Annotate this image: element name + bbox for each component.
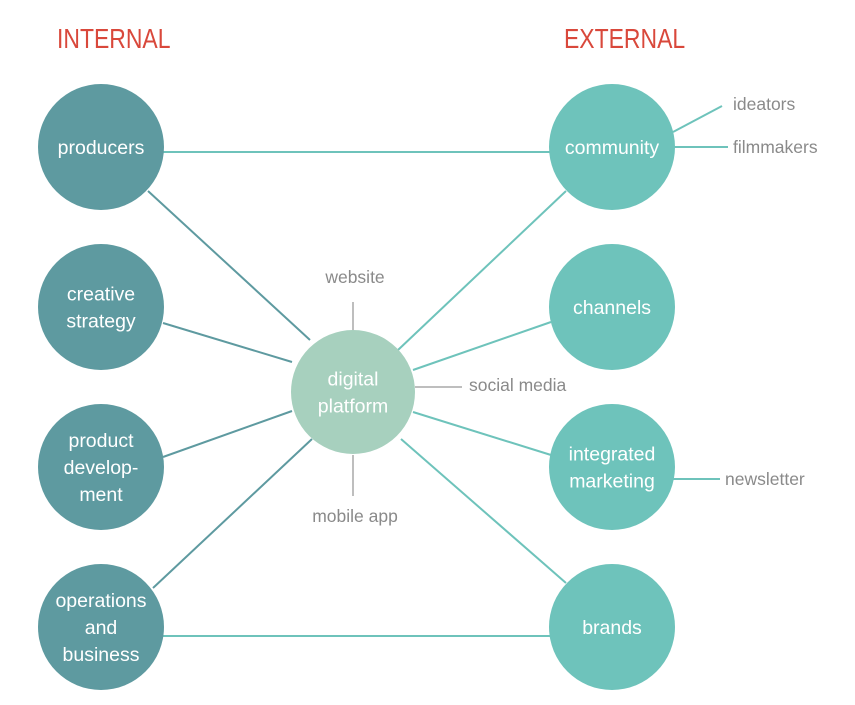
external-node-circle (549, 564, 675, 690)
internal-node-circle (38, 404, 164, 530)
internal-node-label: producers (58, 137, 145, 159)
satellite-label-mobile-app: mobile app (312, 506, 398, 526)
connector-community-center (397, 190, 567, 351)
satellite-label-ideators: ideators (733, 94, 796, 114)
external-node-circle (549, 84, 675, 210)
external-node-community: community (549, 84, 675, 210)
satellite-line-ideators (672, 105, 723, 133)
satellite-label-newsletter: newsletter (725, 469, 805, 489)
external-node-brands: brands (549, 564, 675, 690)
external-node-circle (549, 244, 675, 370)
connector-product-development-center (162, 410, 293, 458)
external-node-label: channels (573, 297, 651, 319)
external-node-channels: channels (549, 244, 675, 370)
internal-node-circle (38, 244, 164, 370)
internal-node-circle (38, 564, 164, 690)
external-heading: EXTERNAL (564, 24, 685, 55)
connector-channels-center (412, 321, 552, 371)
connector-producers-center (147, 190, 311, 341)
connector-integrated-marketing-center (412, 411, 552, 456)
connector-brands-center (400, 438, 567, 584)
external-node-label: community (565, 137, 660, 159)
external-node-circle (549, 404, 675, 530)
connector-lines (147, 105, 728, 637)
internal-node-producers: producers (38, 84, 164, 210)
satellite-label-filmmakers: filmmakers (733, 137, 818, 157)
external-node-label: brands (582, 617, 642, 639)
connector-operations-and-business-center (152, 438, 313, 589)
internal-node-circle (38, 84, 164, 210)
satellite-label-social-media: social media (469, 375, 567, 395)
satellite-label-website: website (324, 267, 384, 287)
center-node-circle (291, 330, 415, 454)
connector-creative-strategy-center (162, 322, 293, 363)
diagram-nodes: website social media mobile app producers cr… (38, 84, 818, 690)
internal-heading: INTERNAL (57, 24, 171, 55)
